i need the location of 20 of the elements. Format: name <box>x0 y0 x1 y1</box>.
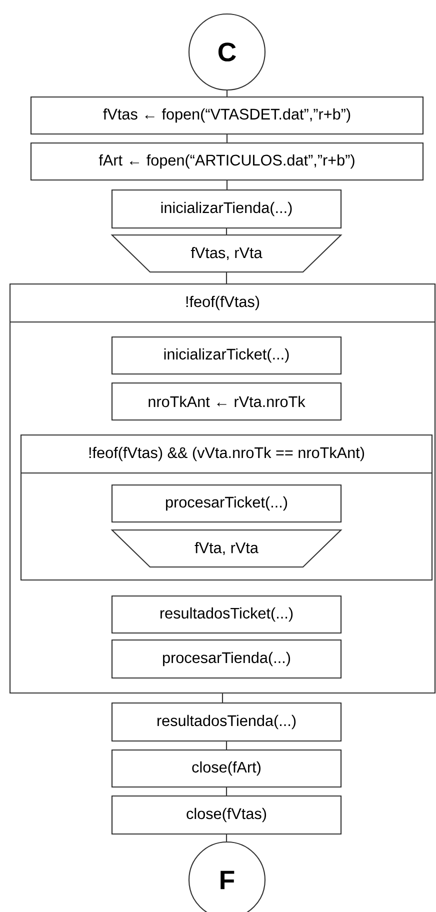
process-box: inicializarTienda(...) <box>111 189 342 229</box>
connector-line <box>226 228 228 234</box>
connector-line <box>222 694 224 702</box>
process-box: nroTkAnt ← rVta.nroTk <box>111 382 342 421</box>
connector-line <box>226 180 228 190</box>
process-box: fArt ← fopen(“ARTICULOS.dat”,”r+b”) <box>30 142 424 181</box>
connector-line <box>226 90 228 96</box>
process-box: close(fVtas) <box>111 795 342 835</box>
process-box: fVtas ← fopen(“VTASDET.dat”,”r+b”) <box>30 96 424 135</box>
process-box: procesarTienda(...) <box>111 639 342 679</box>
process-box: resultadosTicket(...) <box>111 595 342 634</box>
connector-line <box>226 134 228 142</box>
connector-line <box>226 788 228 796</box>
process-box: close(fArt) <box>111 749 342 788</box>
process-box: resultadosTienda(...) <box>111 702 342 742</box>
connector-line <box>226 272 228 284</box>
connector-line <box>226 742 228 750</box>
process-box: procesarTicket(...) <box>111 484 342 523</box>
process-box: inicializarTicket(...) <box>111 336 342 375</box>
connector-line <box>226 834 228 842</box>
